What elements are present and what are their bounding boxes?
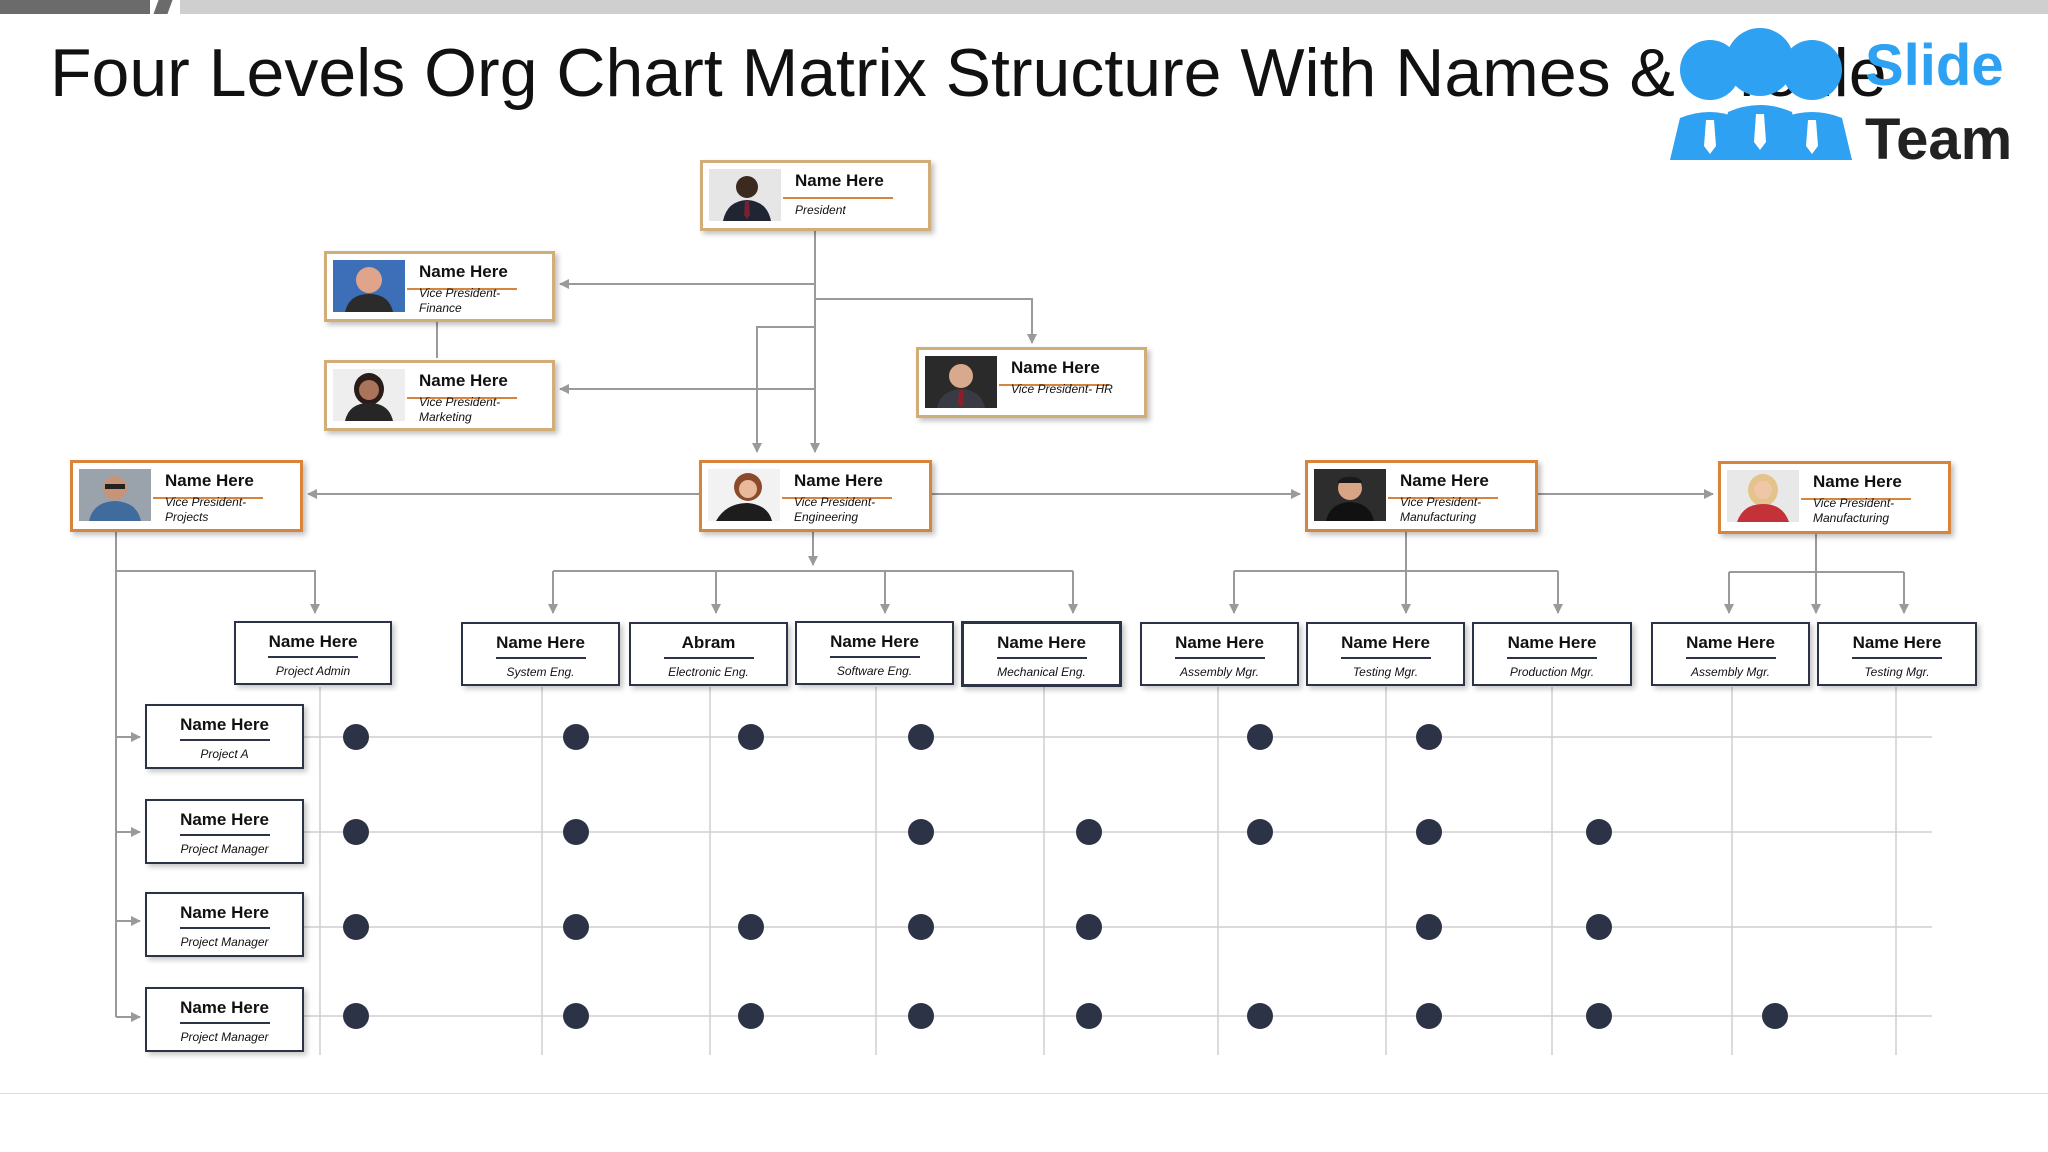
president-photo <box>709 169 781 221</box>
top-bar-dark <box>0 0 150 14</box>
matrix-dot-r4-c1 <box>343 1003 369 1029</box>
page-title: Four Levels Org Chart Matrix Structure W… <box>50 35 1887 111</box>
person-photo-icon <box>333 369 405 421</box>
president-role: President <box>795 203 846 217</box>
matrix-dot-r1-c1 <box>343 724 369 750</box>
vp-manufacturing-card-1[interactable]: Name Here Vice President- Manufacturing <box>1305 460 1538 532</box>
column-head-4[interactable]: Name Here Mechanical Eng. <box>961 621 1122 687</box>
matrix-dot-r4-c7 <box>1416 1003 1442 1029</box>
person-photo-icon <box>709 169 781 221</box>
vp-hr-name: Name Here <box>1011 358 1100 377</box>
vp-manufacturing-2-name: Name Here <box>1813 472 1902 491</box>
person-photo-icon <box>1314 469 1386 521</box>
matrix-dot-r1-c7 <box>1416 724 1442 750</box>
person-photo-icon <box>925 356 997 408</box>
matrix-grid <box>304 687 1932 1055</box>
matrix-dot-r3-c1 <box>343 914 369 940</box>
vp-engineering-card[interactable]: Name Here Vice President- Engineering <box>699 460 932 532</box>
vp-marketing-role: Vice President- Marketing <box>419 395 501 424</box>
vp-manufacturing-1-role: Vice President- Manufacturing <box>1400 495 1482 524</box>
people-logo-icon <box>1670 28 1852 160</box>
matrix-dot-r1-c4 <box>908 724 934 750</box>
top-bar-light <box>180 0 2048 14</box>
matrix-dot-r3-c3 <box>738 914 764 940</box>
project-admin-box[interactable]: Name Here Project Admin <box>234 621 392 685</box>
matrix-dot-r4-c3 <box>738 1003 764 1029</box>
matrix-dot-r2-c1 <box>343 819 369 845</box>
vp-engineering-name: Name Here <box>794 471 883 490</box>
column-head-1[interactable]: Name Here System Eng. <box>461 622 620 686</box>
vp-projects-card[interactable]: Name Here Vice President- Projects <box>70 460 303 532</box>
vp-manufacturing-1-name: Name Here <box>1400 471 1489 490</box>
matrix-dot-r4-c4 <box>908 1003 934 1029</box>
vp-finance-name: Name Here <box>419 262 508 281</box>
matrix-dot-r3-c2 <box>563 914 589 940</box>
vp-manufacturing-2-photo <box>1727 470 1799 522</box>
matrix-dot-r2-c8 <box>1586 819 1612 845</box>
president-name: Name Here <box>795 171 884 190</box>
row-head-2[interactable]: Name Here Project Manager <box>145 799 304 864</box>
column-head-7[interactable]: Name Here Production Mgr. <box>1472 622 1632 686</box>
matrix-dot-r4-c5 <box>1076 1003 1102 1029</box>
wire-to-project-admin <box>116 570 320 614</box>
matrix-dot-r3-c4 <box>908 914 934 940</box>
matrix-dot-r2-c6 <box>1247 819 1273 845</box>
matrix-dot-r4-c2 <box>563 1003 589 1029</box>
vp-finance-card[interactable]: Name Here Vice President- Finance <box>324 251 555 322</box>
column-head-8[interactable]: Name Here Assembly Mgr. <box>1651 622 1810 686</box>
matrix-dot-r1-c6 <box>1247 724 1273 750</box>
matrix-dot-r4-c9 <box>1762 1003 1788 1029</box>
column-head-5[interactable]: Name Here Assembly Mgr. <box>1140 622 1299 686</box>
vp-projects-role: Vice President- Projects <box>165 495 247 524</box>
vp-finance-role: Vice President- Finance <box>419 286 501 315</box>
row-head-4[interactable]: Name Here Project Manager <box>145 987 304 1052</box>
vp-manufacturing-2-role: Vice President- Manufacturing <box>1813 496 1895 525</box>
wire-to-engineering-left <box>752 326 815 453</box>
column-head-9[interactable]: Name Here Testing Mgr. <box>1817 622 1977 686</box>
column-head-2[interactable]: Abram Electronic Eng. <box>629 622 788 686</box>
vp-finance-photo <box>333 260 405 312</box>
vp-projects-photo <box>79 469 151 521</box>
matrix-dot-r2-c7 <box>1416 819 1442 845</box>
matrix-dot-r2-c2 <box>563 819 589 845</box>
row-head-3[interactable]: Name Here Project Manager <box>145 892 304 957</box>
slideteam-logo: Slide Team <box>1660 26 2020 172</box>
person-photo-icon <box>708 469 780 521</box>
vp-hr-photo <box>925 356 997 408</box>
project-admin-role: Project Admin <box>275 664 351 678</box>
person-photo-icon <box>1727 470 1799 522</box>
row-head-1[interactable]: Name Here Project A <box>145 704 304 769</box>
vp-engineering-role: Vice President- Engineering <box>794 495 876 524</box>
matrix-dot-r2-c5 <box>1076 819 1102 845</box>
matrix-dot-r1-c2 <box>563 724 589 750</box>
logo-word-slide: Slide <box>1865 33 2004 98</box>
vp-marketing-name: Name Here <box>419 371 508 390</box>
logo-word-team: Team <box>1865 107 2013 172</box>
matrix-dot-r4-c8 <box>1586 1003 1612 1029</box>
matrix-dot-r2-c4 <box>908 819 934 845</box>
footer-divider <box>0 1093 2048 1094</box>
column-head-3[interactable]: Name Here Software Eng. <box>795 621 954 685</box>
wire-to-hr <box>815 298 1037 344</box>
matrix-dot-r3-c5 <box>1076 914 1102 940</box>
matrix-dot-r1-c3 <box>738 724 764 750</box>
person-photo-icon <box>333 260 405 312</box>
president-card[interactable]: Name Here President <box>700 160 931 231</box>
column-head-6[interactable]: Name Here Testing Mgr. <box>1306 622 1465 686</box>
person-photo-icon <box>79 469 151 521</box>
matrix-dot-r3-c7 <box>1416 914 1442 940</box>
vp-engineering-photo <box>708 469 780 521</box>
vp-hr-card[interactable]: Name Here Vice President- HR <box>916 347 1147 418</box>
vp-marketing-card[interactable]: Name Here Vice President- Marketing <box>324 360 555 431</box>
vp-hr-role: Vice President- HR <box>1011 382 1113 396</box>
vp-manufacturing-card-2[interactable]: Name Here Vice President- Manufacturing <box>1718 461 1951 534</box>
vp-manufacturing-1-photo <box>1314 469 1386 521</box>
vp-marketing-photo <box>333 369 405 421</box>
project-admin-name: Name Here <box>268 632 358 651</box>
matrix-dots <box>343 724 1788 1029</box>
matrix-dot-r4-c6 <box>1247 1003 1273 1029</box>
vp-projects-name: Name Here <box>165 471 254 490</box>
matrix-dot-r3-c8 <box>1586 914 1612 940</box>
